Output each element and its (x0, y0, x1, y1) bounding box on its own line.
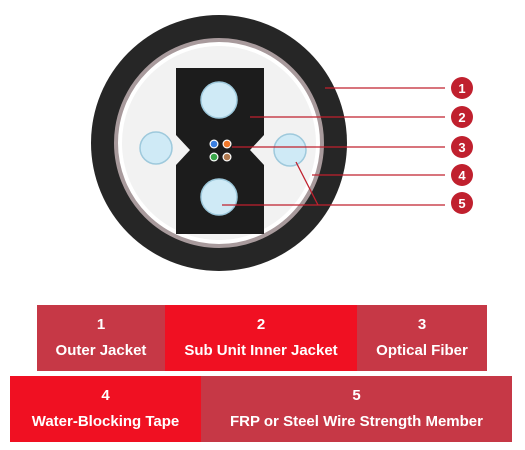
legend-label: Outer Jacket (55, 342, 147, 359)
legend-label: Optical Fiber (376, 342, 468, 359)
svg-text:4: 4 (458, 168, 466, 183)
svg-text:1: 1 (458, 81, 465, 96)
callout-leader-lines (222, 87, 445, 206)
side-strength-member-right (273, 133, 307, 167)
legend-cell-strength-member: 5 FRP or Steel Wire Strength Member (201, 376, 512, 442)
strength-member-bottom (200, 178, 238, 216)
legend-cell-optical-fiber: 3 Optical Fiber (357, 305, 487, 371)
legend-number: 2 (256, 316, 266, 333)
legend-cell-water-blocking-tape: 4 Water-Blocking Tape (10, 376, 201, 442)
legend-label: Sub Unit Inner Jacket (184, 342, 338, 359)
legend-number: 5 (352, 387, 361, 404)
callout-badge-4: 4 (451, 164, 473, 186)
callout-badge-3: 3 (451, 136, 473, 158)
callout-badge-5: 5 (451, 192, 473, 214)
legend-number: 3 (417, 316, 427, 333)
optical-fibers (209, 139, 232, 162)
legend-cell-outer-jacket: 1 Outer Jacket (37, 305, 165, 371)
strength-member-top (200, 81, 238, 119)
callout-badge-1: 1 (451, 77, 473, 99)
svg-text:3: 3 (458, 140, 465, 155)
legend-label: FRP or Steel Wire Strength Member (230, 413, 483, 430)
legend-label: Water-Blocking Tape (31, 413, 180, 430)
leader-line-5-branch (295, 161, 319, 206)
sub-unit-inner-jacket (176, 68, 264, 234)
legend-cell-sub-unit-inner-jacket: 2 Sub Unit Inner Jacket (165, 305, 357, 371)
callout-badge-2: 2 (451, 106, 473, 128)
legend-number: 1 (96, 316, 106, 333)
side-strength-member-left (139, 131, 173, 165)
svg-text:2: 2 (458, 110, 465, 125)
legend-number: 4 (101, 387, 110, 404)
svg-text:5: 5 (458, 196, 465, 211)
